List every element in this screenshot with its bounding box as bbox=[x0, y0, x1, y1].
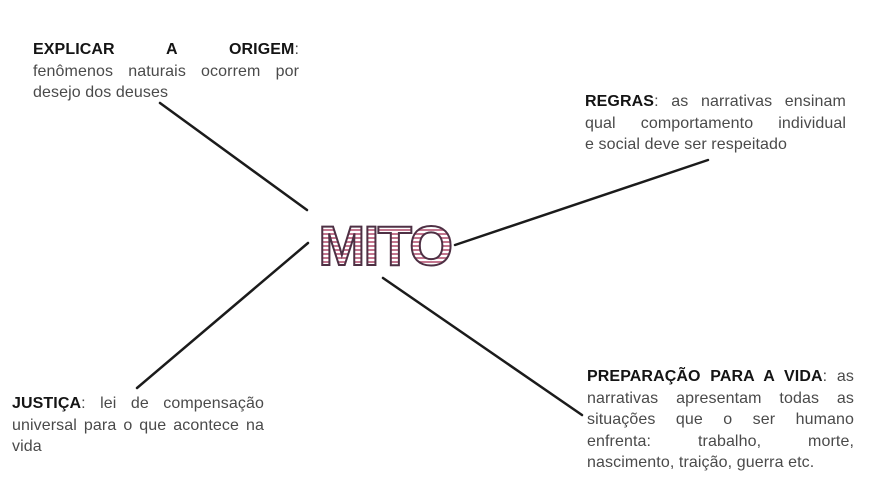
term-label: EXPLICAR A ORIGEM bbox=[33, 41, 295, 58]
text-line: e social deve ser respeitado bbox=[585, 136, 788, 154]
central-node-mito: MITO bbox=[302, 205, 468, 280]
term-label: PREPARAÇÃO PARA A VIDA bbox=[587, 368, 823, 385]
term-label: REGRAS bbox=[585, 93, 655, 110]
text-line: vida bbox=[12, 438, 42, 456]
text-line: enfrenta: trabalho, morte, bbox=[587, 432, 854, 450]
connector-line-preparacao bbox=[381, 276, 584, 417]
connector-line-origem bbox=[158, 101, 309, 212]
text-line: situações que o ser humano bbox=[587, 411, 854, 429]
text-line: desejo dos deuses bbox=[33, 84, 169, 102]
connector-line-regras bbox=[453, 158, 710, 247]
text-line: fenômenos naturais ocorrem por bbox=[33, 62, 299, 80]
text-line: EXPLICAR A ORIGEM: bbox=[33, 41, 299, 58]
node-justica: JUSTIÇA: lei de compensação universal par… bbox=[12, 393, 264, 458]
central-node-label: MITO bbox=[319, 214, 452, 275]
node-regras: REGRAS: as narrativas ensinam qual compor… bbox=[585, 91, 846, 156]
node-preparacao-para-a-vida: PREPARAÇÃO PARA A VIDA: as narrativas apr… bbox=[587, 366, 854, 474]
text-line: qual comportamento individual bbox=[585, 114, 846, 132]
text-line: JUSTIÇA: lei de compensação bbox=[12, 395, 264, 412]
text-line: universal para o que acontece na bbox=[12, 416, 264, 434]
node-explicar-a-origem: EXPLICAR A ORIGEM: fenômenos naturais oco… bbox=[33, 39, 299, 104]
text-line: REGRAS: as narrativas ensinam bbox=[585, 93, 846, 110]
text-line: narrativas apresentam todas as bbox=[587, 389, 854, 407]
connector-line-justica bbox=[135, 241, 310, 390]
term-label: JUSTIÇA bbox=[12, 395, 82, 412]
text-line: PREPARAÇÃO PARA A VIDA: as bbox=[587, 368, 854, 385]
text-line: nascimento, traição, guerra etc. bbox=[587, 454, 815, 472]
